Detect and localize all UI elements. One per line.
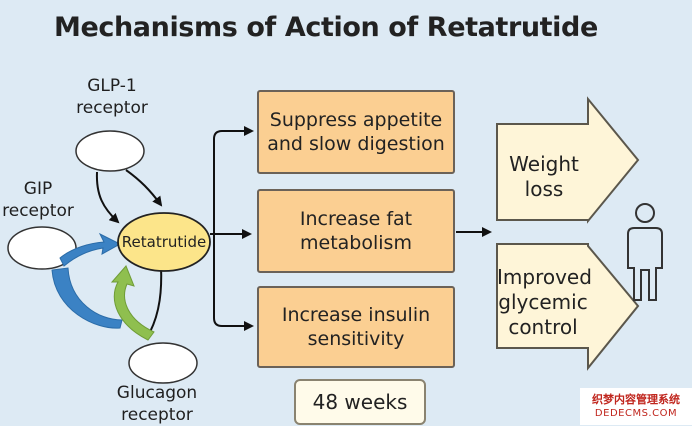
effect-box-insulin: Increase insulin sensitivity (257, 286, 455, 368)
effect-label: Suppress appetite and slow digestion (267, 109, 445, 155)
duration-label: 48 weeks (312, 390, 408, 414)
drug-node (117, 212, 211, 272)
drug-glucagon-link (149, 265, 163, 333)
effect-label: Increase fat metabolism (299, 208, 413, 254)
duration-box: 48 weeks (294, 379, 426, 425)
effect-box-fat-metabolism: Increase fat metabolism (257, 189, 455, 273)
effect-label: Increase insulin sensitivity (281, 304, 431, 350)
effect-box-appetite: Suppress appetite and slow digestion (257, 90, 455, 174)
glp1-arrow-left (95, 171, 120, 224)
glp1-receptor-node (75, 130, 145, 172)
watermark-line-1: 织梦内容管理系统 (592, 393, 680, 406)
drug-label: Retatrutide (121, 233, 207, 251)
page-title: Mechanisms of Action of Retatrutide (54, 12, 598, 43)
watermark: 织梦内容管理系统 DEDECMS.COM (580, 388, 692, 425)
outcome-weight-loss-label: Weight loss (509, 152, 579, 201)
glucagon-receptor-label: Glucagon receptor (116, 383, 198, 425)
effects-bracket (213, 130, 250, 327)
watermark-line-2: DEDECMS.COM (594, 408, 678, 419)
glp1-arrow-right (125, 169, 163, 207)
glucagon-arrow (110, 265, 155, 341)
gip-arrow-head (59, 232, 122, 267)
gip-arrow (51, 267, 123, 329)
outcome-arrow-weight-loss (496, 96, 640, 224)
outcome-arrow-glycemic (496, 243, 640, 371)
gip-receptor-node (7, 226, 77, 270)
outcome-glycemic-label: Improved glycemic control (497, 265, 592, 339)
person-icon (627, 203, 663, 301)
glucagon-receptor-node (128, 342, 198, 384)
gip-receptor-label: GIP receptor (2, 179, 74, 221)
glp1-receptor-label: GLP-1 receptor (76, 76, 148, 118)
